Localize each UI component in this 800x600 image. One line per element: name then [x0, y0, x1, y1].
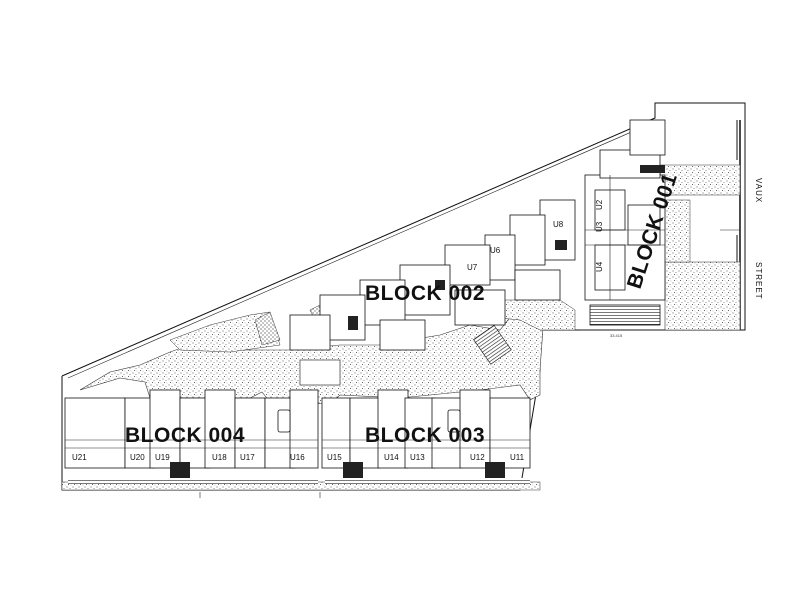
block-002-label: BLOCK 002 — [365, 282, 485, 305]
unit-label-u17: U17 — [240, 453, 255, 462]
unit-label-u2: U2 — [595, 199, 604, 210]
unit-label-u8: U8 — [553, 220, 564, 229]
block-001: 33.415 — [580, 119, 666, 338]
unit-label-u12: U12 — [470, 453, 485, 462]
unit-label-u7: U7 — [467, 263, 478, 272]
unit-label-u19: U19 — [155, 453, 170, 462]
unit-label-u6: U6 — [490, 246, 501, 255]
unit-label-u16: U16 — [290, 453, 305, 462]
bottom-marks — [199, 492, 321, 498]
block-004 — [64, 389, 319, 484]
street-name-street: STREET — [754, 262, 763, 300]
unit-label-u14: U14 — [384, 453, 399, 462]
dimension-label: 33.415 — [610, 333, 623, 338]
unit-label-u13: U13 — [410, 453, 425, 462]
unit-label-u21: U21 — [72, 453, 87, 462]
unit-label-u4: U4 — [595, 261, 604, 272]
unit-label-u18: U18 — [212, 453, 227, 462]
block-003 — [321, 389, 531, 484]
unit-label-u3: U3 — [595, 221, 604, 232]
unit-label-u20: U20 — [130, 453, 145, 462]
unit-label-u11: U11 — [510, 453, 525, 462]
block-002 — [289, 199, 576, 386]
street-name-vaux: VAUX — [754, 178, 763, 203]
block-004-label: BLOCK 004 — [125, 424, 245, 447]
unit-label-u15: U15 — [327, 453, 342, 462]
block-003-label: BLOCK 003 — [365, 424, 485, 447]
